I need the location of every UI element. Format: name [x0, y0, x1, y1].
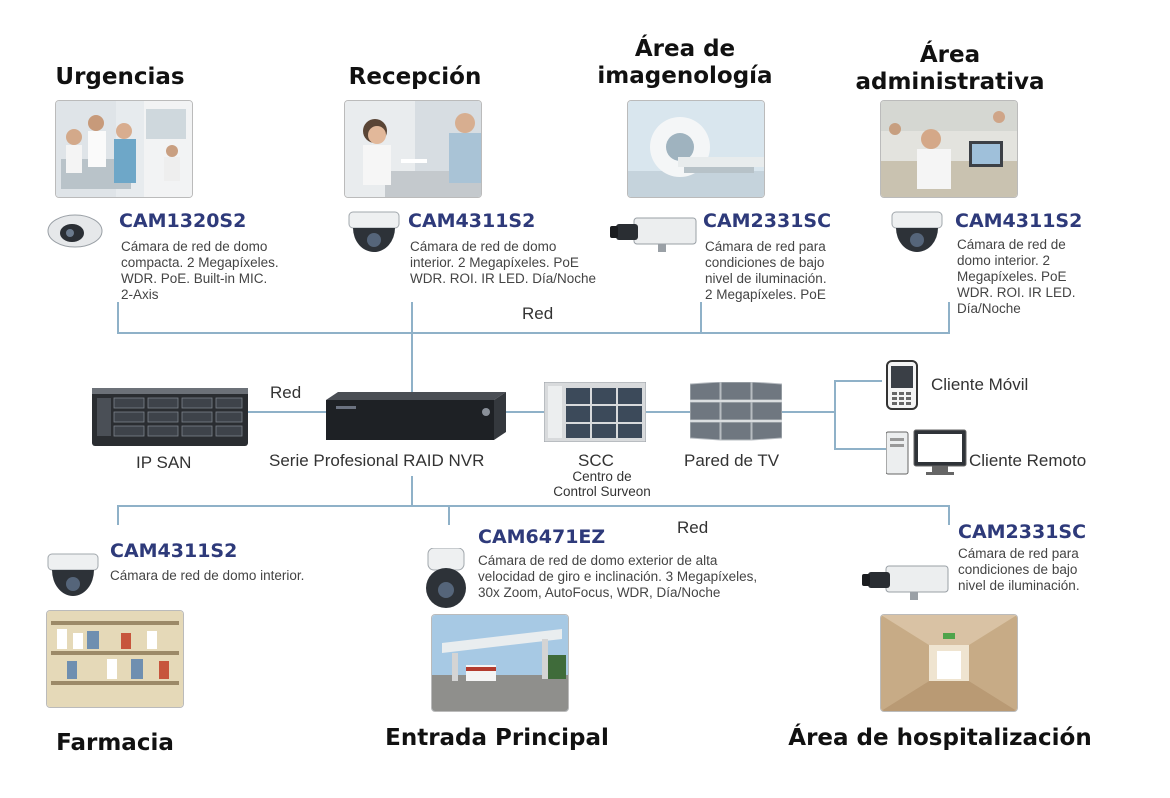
drop-recepcion — [411, 302, 413, 394]
area-title-urgencias: Urgencias — [55, 64, 185, 90]
mobile-phone-icon — [886, 360, 918, 410]
camera-desc-recepcion: Cámara de red de domo interior. 2 Megapí… — [410, 239, 597, 286]
network-line-bottom — [117, 505, 950, 507]
camera-model-entrada: CAM6471EZ — [478, 526, 606, 548]
tv-wall-label: Pared de TV — [684, 451, 780, 470]
area-title-imagenologia: Área de imagenología — [597, 36, 773, 89]
drop-nvr-down — [411, 476, 413, 506]
photo-hospitalizacion — [880, 614, 1018, 712]
network-label-bottom: Red — [677, 518, 709, 537]
area-title-administrativa: Área administrativa — [855, 42, 1045, 95]
speed-dome-camera-icon — [418, 547, 474, 610]
area-title-recepcion: Recepción — [348, 64, 482, 90]
network-label-top: Red — [522, 304, 554, 323]
remote-client-label: Cliente Remoto — [969, 451, 1087, 470]
ip-san-label: IP SAN — [136, 453, 192, 472]
camera-desc-entrada: Cámara de red de domo exterior de alta v… — [478, 553, 758, 600]
link-nvr-scc — [506, 411, 546, 413]
photo-urgencias — [55, 100, 193, 198]
scc-sublabel: Centro de Control Surveon — [553, 469, 651, 499]
dome-camera-icon — [888, 208, 946, 260]
scc-software-icon — [543, 381, 647, 443]
area-title-entrada: Entrada Principal — [385, 725, 609, 751]
camera-model-farmacia: CAM4311S2 — [110, 540, 238, 562]
network-line-top — [117, 332, 950, 334]
drop-administrativa — [948, 302, 950, 334]
camera-model-administrativa: CAM4311S2 — [955, 210, 1083, 232]
scc-label: SCC — [578, 451, 614, 470]
network-label-left: Red — [270, 383, 302, 402]
drop-hospitalizacion — [948, 505, 950, 525]
link-scc-tv — [646, 411, 692, 413]
ip-san-storage-icon — [92, 388, 248, 446]
tv-wall-icon — [689, 381, 783, 442]
camera-desc-urgencias: Cámara de red de domo compacta. 2 Megapí… — [121, 239, 279, 302]
area-title-hospitalizacion: Área de hospitalización — [788, 725, 1092, 751]
area-title-farmacia: Farmacia — [56, 730, 174, 756]
photo-entrada — [431, 614, 569, 712]
link-tv-clients — [780, 411, 836, 413]
box-camera-icon — [862, 560, 950, 604]
nvr-device-icon — [326, 392, 506, 440]
camera-model-recepcion: CAM4311S2 — [408, 210, 536, 232]
camera-desc-farmacia: Cámara de red de domo interior. — [110, 568, 305, 583]
desktop-computer-icon — [885, 428, 968, 476]
dome-camera-icon — [46, 207, 104, 249]
dome-camera-icon — [345, 208, 403, 260]
dome-camera-icon — [44, 550, 102, 604]
camera-model-urgencias: CAM1320S2 — [119, 210, 247, 232]
photo-imagenologia — [627, 100, 765, 198]
drop-imagenologia — [700, 302, 702, 334]
photo-farmacia — [46, 610, 184, 708]
drop-urgencias — [117, 302, 119, 334]
camera-model-hospitalizacion: CAM2331SC — [958, 521, 1087, 543]
drop-farmacia — [117, 505, 119, 525]
camera-desc-hospitalizacion: Cámara de red para condiciones de bajo n… — [958, 546, 1080, 593]
box-camera-icon — [610, 212, 698, 256]
drop-entrada — [448, 505, 450, 525]
link-ipsan-nvr — [248, 411, 328, 413]
nvr-label: Serie Profesional RAID NVR — [269, 451, 485, 470]
camera-model-imagenologia: CAM2331SC — [703, 210, 832, 232]
client-remote-stub — [834, 448, 886, 450]
camera-desc-imagenologia: Cámara de red para condiciones de bajo n… — [705, 239, 827, 302]
photo-administrativa — [880, 100, 1018, 198]
client-mobile-stub — [834, 380, 882, 382]
camera-desc-administrativa: Cámara de red de domo interior. 2 Megapí… — [957, 237, 1076, 316]
mobile-client-label: Cliente Móvil — [931, 375, 1029, 394]
photo-recepcion — [344, 100, 482, 198]
client-branch — [834, 380, 836, 450]
